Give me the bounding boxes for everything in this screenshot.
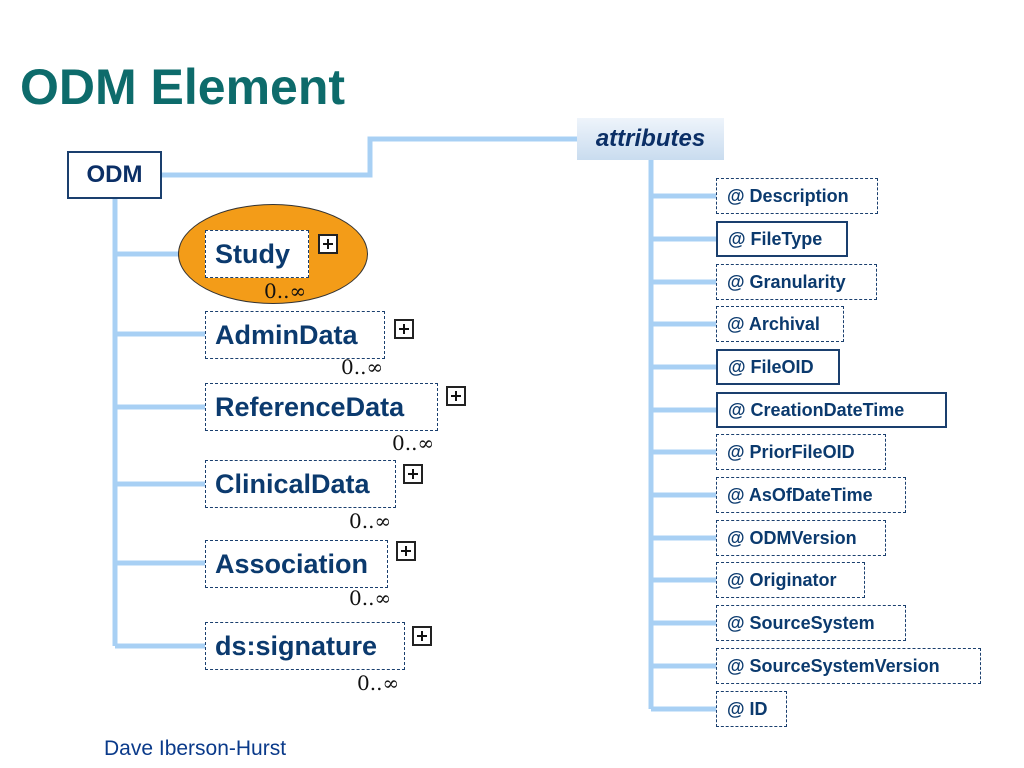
attr-originator[interactable]: @ Originator: [716, 562, 865, 598]
root-to-attributes-line: [162, 136, 577, 178]
cardinality-study: 0..∞: [264, 279, 307, 303]
attr-granularity[interactable]: @ Granularity: [716, 264, 877, 300]
child-referencedata-box[interactable]: ReferenceData: [205, 383, 438, 431]
attr-fileoid-label: @ FileOID: [728, 356, 814, 377]
child-study-label: Study: [215, 238, 291, 269]
attr-archival-label: @ Archival: [727, 313, 820, 334]
child-admindata-label: AdminData: [215, 319, 358, 350]
expand-referencedata-icon[interactable]: [446, 386, 466, 406]
attr-sourcesystem[interactable]: @ SourceSystem: [716, 605, 906, 641]
author-credit: Dave Iberson-Hurst: [104, 737, 287, 760]
attr-odmversion[interactable]: @ ODMVersion: [716, 520, 886, 556]
attr-filetype-label: @ FileType: [728, 228, 823, 249]
attributes-header-label: attributes: [595, 125, 706, 152]
attr-asofdatetime[interactable]: @ AsOfDateTime: [716, 477, 906, 513]
expand-clinicaldata-icon[interactable]: [403, 464, 423, 484]
attr-creationdatetime[interactable]: @ CreationDateTime: [716, 392, 947, 428]
odm-root-box[interactable]: ODM: [67, 151, 162, 199]
attr-originator-label: @ Originator: [727, 569, 837, 590]
cardinality-association: 0..∞: [349, 586, 392, 610]
attr-sourcesystem-label: @ SourceSystem: [727, 612, 875, 633]
odm-root-label: ODM: [86, 161, 143, 188]
child-signature-label: ds:signature: [215, 630, 378, 661]
cardinality-clinicaldata: 0..∞: [349, 509, 392, 533]
attr-odmversion-label: @ ODMVersion: [727, 527, 857, 548]
attr-id[interactable]: @ ID: [716, 691, 787, 727]
cardinality-signature: 0..∞: [357, 671, 400, 695]
attr-sourcesystemversion[interactable]: @ SourceSystemVersion: [716, 648, 981, 684]
attr-archival[interactable]: @ Archival: [716, 306, 844, 342]
expand-study-icon[interactable]: [318, 234, 338, 254]
page-title: ODM Element: [20, 59, 346, 115]
attr-description-label: @ Description: [727, 185, 849, 206]
attr-granularity-label: @ Granularity: [727, 271, 846, 292]
child-clinicaldata-label: ClinicalData: [215, 468, 370, 499]
child-association-label: Association: [215, 548, 369, 579]
attr-id-label: @ ID: [727, 698, 768, 719]
expand-admindata-icon[interactable]: [394, 319, 414, 339]
attr-asofdatetime-label: @ AsOfDateTime: [727, 484, 873, 505]
expand-signature-icon[interactable]: [412, 626, 432, 646]
expand-association-icon[interactable]: [396, 541, 416, 561]
attr-description[interactable]: @ Description: [716, 178, 878, 214]
child-association-box[interactable]: Association: [205, 540, 388, 588]
child-admindata-box[interactable]: AdminData: [205, 311, 385, 359]
attr-creationdatetime-label: @ CreationDateTime: [728, 399, 905, 420]
cardinality-admindata: 0..∞: [341, 355, 384, 379]
attributes-header[interactable]: attributes: [577, 118, 724, 160]
cardinality-referencedata: 0..∞: [392, 431, 435, 455]
child-signature-box[interactable]: ds:signature: [205, 622, 405, 670]
attr-priorfileoid-label: @ PriorFileOID: [727, 441, 855, 462]
child-referencedata-label: ReferenceData: [215, 391, 405, 422]
attr-filetype[interactable]: @ FileType: [716, 221, 848, 257]
attr-priorfileoid[interactable]: @ PriorFileOID: [716, 434, 886, 470]
child-clinicaldata-box[interactable]: ClinicalData: [205, 460, 396, 508]
attr-fileoid[interactable]: @ FileOID: [716, 349, 840, 385]
child-study-box[interactable]: Study: [205, 230, 309, 278]
attr-sourcesystemversion-label: @ SourceSystemVersion: [727, 655, 940, 676]
